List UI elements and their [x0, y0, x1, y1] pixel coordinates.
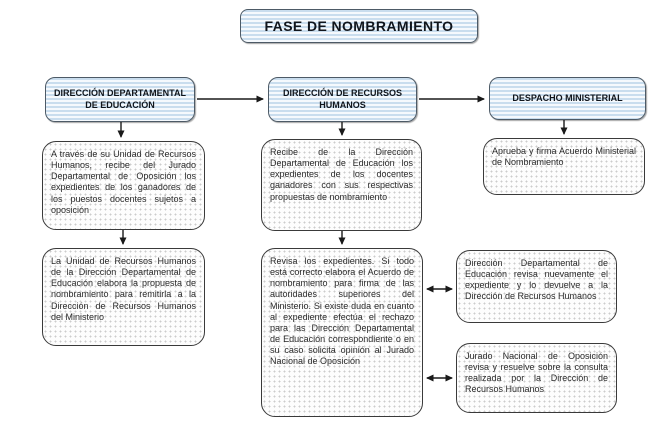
process-box-recibe-expedientes-jurado: A través de su Unidad de Recursos Humano…: [42, 141, 205, 230]
process-box-aprueba-firma-acuerdo: Aprueba y firma Acuerdo Ministerial de N…: [483, 138, 645, 195]
header-direccion-recursos-humanos: DIRECCIÓN DE RECURSOS HUMANOS: [268, 77, 417, 122]
process-box-revisa-expedientes: Revisa los expedientes. Si todo está cor…: [261, 248, 423, 417]
side-box-jurado-nacional-resuelve: Jurado Nacional de Oposición revisa y re…: [456, 343, 617, 413]
diagram-title: FASE DE NOMBRAMIENTO: [240, 9, 478, 43]
process-box-recibe-expedientes-docentes: Recibe de la Dirección Departamental de …: [261, 139, 422, 231]
process-box-elabora-propuesta: La Unidad de Recursos Humanos de la Dire…: [42, 248, 205, 346]
side-box-revisa-nuevamente-expediente: Dirección Departamental de Educación rev…: [456, 250, 617, 323]
header-direccion-departamental-educacion: DIRECCIÓN DEPARTAMENTAL DE EDUCACIÓN: [45, 77, 195, 122]
header-despacho-ministerial: DESPACHO MINISTERIAL: [489, 77, 646, 120]
